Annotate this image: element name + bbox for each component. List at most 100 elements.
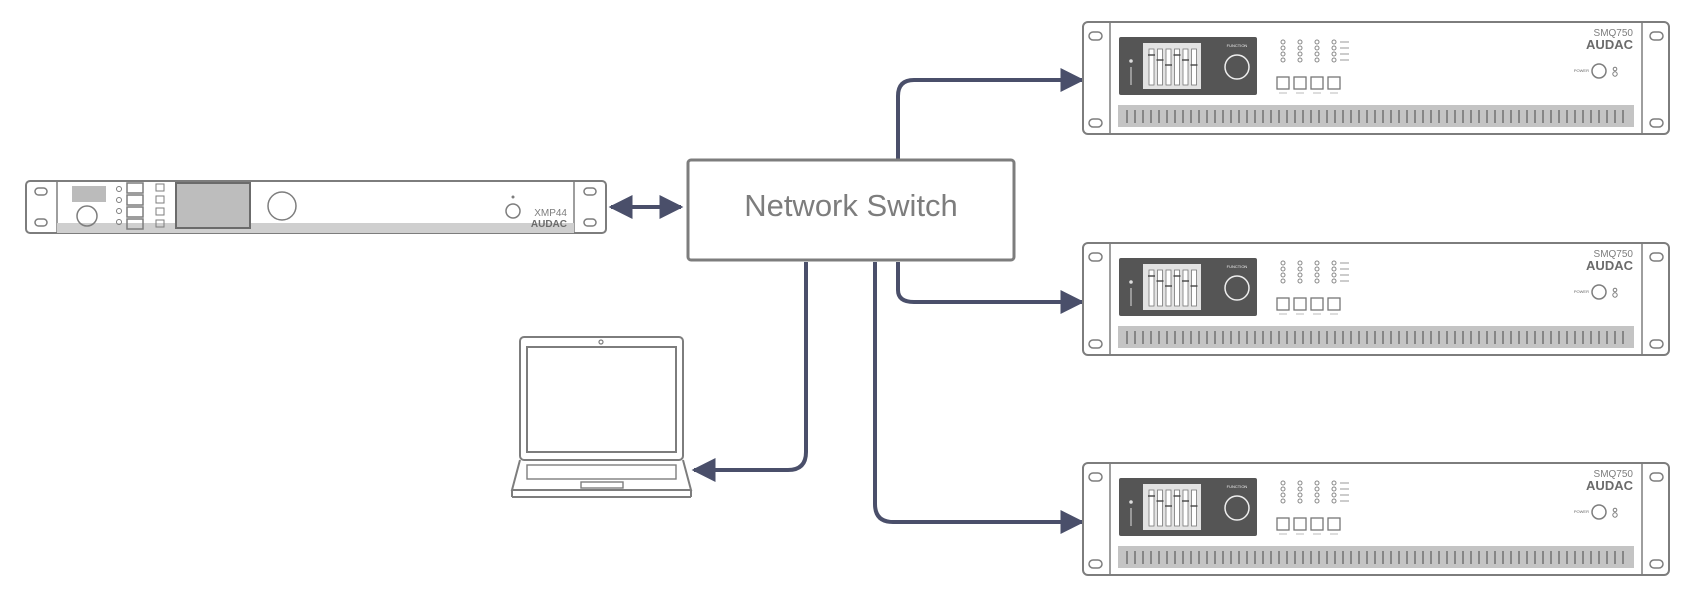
status-led xyxy=(1280,39,1286,45)
channel-button xyxy=(1310,297,1324,311)
status-led xyxy=(1297,57,1303,63)
amplifier-model: SMQ750 xyxy=(1594,28,1634,39)
status-led xyxy=(1280,260,1286,266)
status-led xyxy=(1280,486,1286,492)
status-led xyxy=(1331,266,1337,272)
laptop-touchpad xyxy=(580,481,624,489)
network-switch: Network Switch xyxy=(686,158,1016,262)
status-led xyxy=(1331,45,1337,51)
status-led xyxy=(1331,480,1337,486)
controller-model: XMP44 xyxy=(534,208,567,219)
status-led xyxy=(1314,266,1320,272)
function-label: FUNCTION xyxy=(1227,484,1248,489)
status-led xyxy=(1314,272,1320,278)
link-switch-laptop xyxy=(691,262,808,482)
status-led xyxy=(1314,51,1320,57)
link-switch-amp3 xyxy=(873,262,1085,534)
status-led xyxy=(1280,57,1286,63)
status-led xyxy=(1331,498,1337,504)
status-led xyxy=(1297,266,1303,272)
power-label: POWER xyxy=(1574,509,1589,514)
controller-grille xyxy=(72,186,106,202)
status-led xyxy=(1314,486,1320,492)
function-knob xyxy=(1224,275,1250,301)
status-led xyxy=(1314,260,1320,266)
laptop-camera xyxy=(598,339,604,345)
status-led xyxy=(1280,492,1286,498)
channel-button xyxy=(1276,517,1290,531)
status-led xyxy=(1297,272,1303,278)
status-led xyxy=(1314,492,1320,498)
xmp44-controller: XMP44 AUDAC xyxy=(25,180,607,234)
status-led xyxy=(1314,498,1320,504)
status-led xyxy=(1314,278,1320,284)
channel-button xyxy=(1293,297,1307,311)
channel-button xyxy=(1327,297,1341,311)
amplifier-brand: AUDAC xyxy=(1586,258,1634,273)
ventilation-grille xyxy=(1118,105,1634,127)
status-led xyxy=(1297,278,1303,284)
ventilation-grille xyxy=(1118,326,1634,348)
status-led xyxy=(1331,39,1337,45)
power-button xyxy=(1591,504,1607,520)
channel-button xyxy=(1276,297,1290,311)
ventilation-grille xyxy=(1118,546,1634,568)
status-led xyxy=(1331,492,1337,498)
amplifier-model: SMQ750 xyxy=(1594,469,1634,480)
status-led xyxy=(1297,498,1303,504)
power-button xyxy=(1591,284,1607,300)
status-led xyxy=(1297,492,1303,498)
status-led xyxy=(1297,260,1303,266)
status-led xyxy=(1297,486,1303,492)
controller-knob-main xyxy=(267,191,297,221)
controller-power-button xyxy=(505,203,521,219)
amplifiers: FUNCTIONSMQ750AUDACPOWERFUNCTIONSMQ750AU… xyxy=(1082,21,1670,576)
status-led xyxy=(1280,51,1286,57)
channel-button xyxy=(1327,76,1341,90)
function-knob xyxy=(1224,54,1250,80)
status-led xyxy=(1314,39,1320,45)
status-led xyxy=(1331,272,1337,278)
status-led xyxy=(1297,45,1303,51)
status-led xyxy=(1314,45,1320,51)
channel-button xyxy=(1310,517,1324,531)
amplifier-brand: AUDAC xyxy=(1586,37,1634,52)
network-switch-box xyxy=(686,158,1016,262)
status-led xyxy=(1297,480,1303,486)
status-led xyxy=(1280,480,1286,486)
status-led xyxy=(1280,45,1286,51)
status-led xyxy=(1331,486,1337,492)
status-led xyxy=(1280,266,1286,272)
status-led xyxy=(1314,480,1320,486)
status-led xyxy=(1280,498,1286,504)
amplifier-brand: AUDAC xyxy=(1586,478,1634,493)
laptop xyxy=(510,336,693,498)
channel-button xyxy=(1327,517,1341,531)
status-led xyxy=(1297,51,1303,57)
laptop-screen xyxy=(519,336,684,461)
function-knob xyxy=(1224,495,1250,521)
controller-knob-left xyxy=(76,205,98,227)
function-label: FUNCTION xyxy=(1227,264,1248,269)
status-led xyxy=(1314,57,1320,63)
link-switch-amp1 xyxy=(896,68,1085,160)
power-label: POWER xyxy=(1574,289,1589,294)
network-switch-label: Network Switch xyxy=(744,188,958,223)
status-led xyxy=(1297,39,1303,45)
controller-display xyxy=(175,182,251,229)
channel-button xyxy=(1293,517,1307,531)
status-led xyxy=(1280,278,1286,284)
status-led xyxy=(1331,260,1337,266)
channel-button xyxy=(1276,76,1290,90)
status-led xyxy=(1331,51,1337,57)
laptop-base xyxy=(510,459,693,491)
controller-brand: AUDAC xyxy=(531,219,567,230)
channel-button xyxy=(1293,76,1307,90)
status-led xyxy=(1331,57,1337,63)
power-button xyxy=(1591,63,1607,79)
status-led xyxy=(1331,278,1337,284)
power-label: POWER xyxy=(1574,68,1589,73)
